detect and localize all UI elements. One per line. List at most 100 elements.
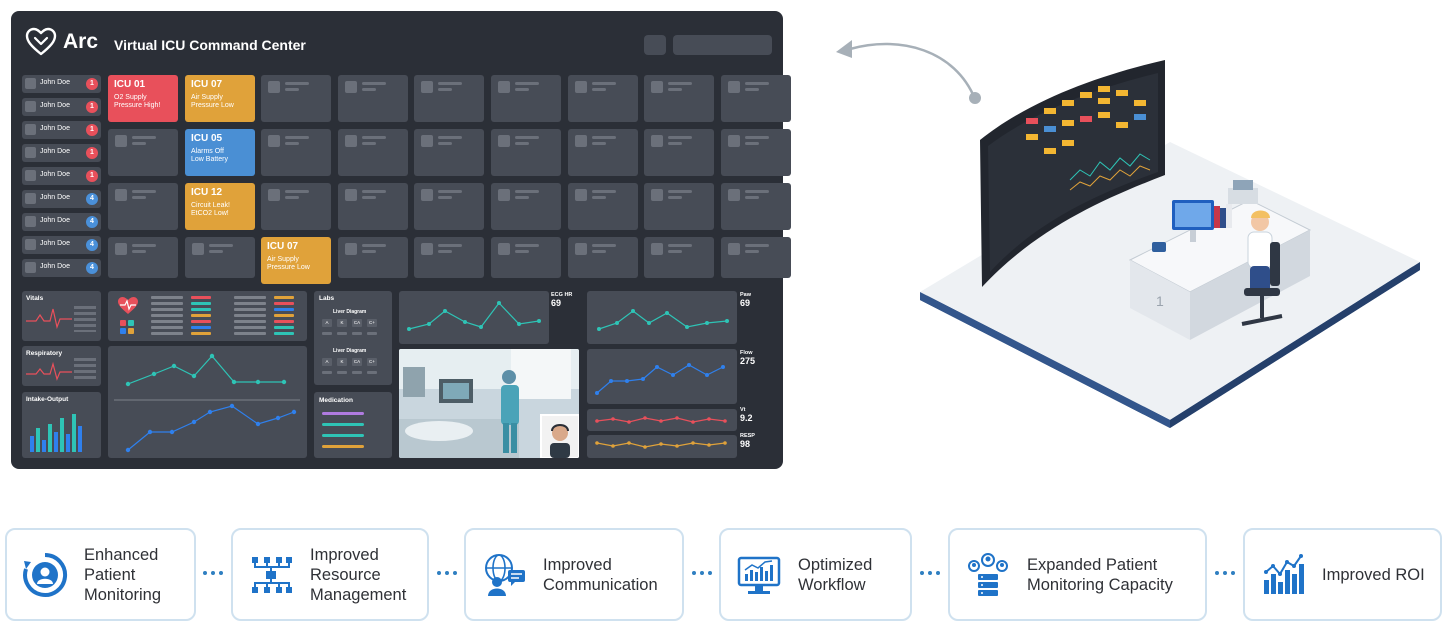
patient-avatar [25, 239, 36, 250]
patient-monitoring-icon [23, 552, 68, 597]
icu-bed-tile[interactable] [414, 75, 484, 122]
icu-bed-tile[interactable] [261, 75, 331, 122]
icu-bed-tile[interactable] [414, 183, 484, 230]
benefit-card-improved-communication[interactable]: Improved Communication [464, 528, 684, 621]
ecg-value: 69 [551, 298, 562, 308]
icu-bed-tile[interactable] [491, 129, 561, 176]
icu-bed-tile[interactable] [338, 237, 408, 278]
icu-bed-tile[interactable] [338, 183, 408, 230]
icu-bed-tile[interactable] [721, 129, 791, 176]
summary-marker [191, 302, 211, 305]
summary-marker [191, 314, 211, 317]
benefit-card-optimized-workflow[interactable]: Optimized Workflow [719, 528, 912, 621]
brand: Arc [25, 27, 98, 57]
header-icon-button[interactable] [644, 35, 666, 55]
icu-alert-card[interactable]: ICU 12 Circuit Leak! EtCO2 Low! [185, 183, 255, 230]
icu-bed-tile[interactable] [338, 75, 408, 122]
video-call-panel[interactable] [399, 349, 579, 458]
icu-bed-tile[interactable] [568, 183, 638, 230]
alert-line-1: Alarms Off [191, 148, 224, 155]
icu-bed-tile[interactable] [568, 75, 638, 122]
heart-rate-icon [118, 297, 138, 314]
lab-col: K [337, 358, 347, 366]
paw-chart-card[interactable] [587, 291, 737, 344]
icu-bed-tile[interactable] [721, 183, 791, 230]
summary-marker [191, 296, 211, 299]
dashboard-title: Virtual ICU Command Center [114, 37, 306, 53]
lab-col: C+ [367, 319, 377, 327]
lab-col: CA [352, 358, 362, 366]
alert-count-badge: 4 [86, 193, 98, 205]
icu-alert-card[interactable]: ICU 07 Air Supply Pressure Low [185, 75, 255, 122]
icu-video-feed [399, 349, 579, 458]
icu-bed-tile[interactable] [108, 129, 178, 176]
icu-alert-card[interactable]: ICU 05 Alarms Off Low Battery [185, 129, 255, 176]
resp-chart-card[interactable] [587, 435, 737, 458]
patient-name: John Doe [40, 171, 70, 178]
icu-alert-card[interactable]: ICU 01 O2 Supply Pressure High! [108, 75, 178, 122]
flow-chart-card[interactable] [587, 349, 737, 404]
heart-logo-icon [25, 27, 57, 56]
resp-label: RESP [740, 433, 755, 439]
icu-bed-tile[interactable] [491, 237, 561, 278]
benefit-line: Resource [310, 565, 381, 584]
icu-bed-tile[interactable] [491, 183, 561, 230]
icu-bed-tile[interactable] [108, 183, 178, 230]
medication-card[interactable]: Medication [314, 392, 392, 458]
patient-avatar [25, 147, 36, 158]
ecg-chart-card[interactable] [399, 291, 549, 344]
icu-bed-tile[interactable] [338, 129, 408, 176]
icu-bed-tile[interactable] [185, 237, 255, 278]
benefit-card-enhanced-patient-monitoring[interactable]: Enhanced Patient Monitoring [5, 528, 196, 621]
patient-summary-card[interactable] [108, 291, 307, 341]
benefit-card-improved-resource-management[interactable]: Improved Resource Management [231, 528, 429, 621]
resource-network-icon [252, 556, 292, 593]
icu-bed-tile[interactable] [644, 237, 714, 278]
icu-bed-tile[interactable] [644, 183, 714, 230]
icu-bed-tile[interactable] [261, 183, 331, 230]
patient-name: John Doe [40, 79, 70, 86]
icu-bed-tile[interactable] [261, 129, 331, 176]
benefit-line: Monitoring [84, 585, 162, 604]
trend-chart-card[interactable] [108, 346, 307, 458]
patient-row[interactable]: John Doe 4 [22, 190, 101, 208]
flow-value: 275 [740, 356, 756, 366]
benefit-card-improved-roi[interactable]: Improved ROI [1243, 528, 1442, 621]
icu-bed-tile[interactable] [568, 237, 638, 278]
roi-chart-icon [1264, 553, 1304, 594]
icu-bed-tile[interactable] [644, 75, 714, 122]
connector-dots [203, 569, 223, 577]
vt-chart-card[interactable] [587, 409, 737, 431]
medication-bar [322, 434, 364, 437]
lab-value-bar [352, 332, 362, 335]
icu-bed-tile[interactable] [721, 75, 791, 122]
vitals-card[interactable]: Vitals [22, 291, 101, 341]
respiratory-card[interactable]: Respiratory [22, 346, 101, 386]
icu-bed-tile[interactable] [644, 129, 714, 176]
icu-bed-tile[interactable] [568, 129, 638, 176]
icu-bed-tile[interactable] [108, 237, 178, 278]
intake-output-label: Intake-Output [26, 396, 69, 403]
patient-name: John Doe [40, 194, 70, 201]
benefit-card-expanded-patient-monitoring-capacity[interactable]: Expanded Patient Monitoring Capacity [948, 528, 1207, 621]
liver-diagram-label: Liver Diagram [333, 309, 367, 315]
labs-card[interactable]: Labs Liver Diagram A K CA C+ Liver Diagr… [314, 291, 392, 385]
icu-bed-tile[interactable] [414, 237, 484, 278]
summary-marker [191, 326, 211, 329]
icu-bed-tile[interactable] [491, 75, 561, 122]
icu-bed-tile[interactable] [414, 129, 484, 176]
summary-line [151, 302, 183, 305]
header-search-bar[interactable] [673, 35, 772, 55]
icu-bed-tile[interactable] [721, 237, 791, 278]
icu-alert-card[interactable]: ICU 07 Air Supply Pressure Low [261, 237, 331, 284]
connector-dots [437, 569, 457, 577]
intake-output-card[interactable]: Intake-Output [22, 392, 101, 458]
